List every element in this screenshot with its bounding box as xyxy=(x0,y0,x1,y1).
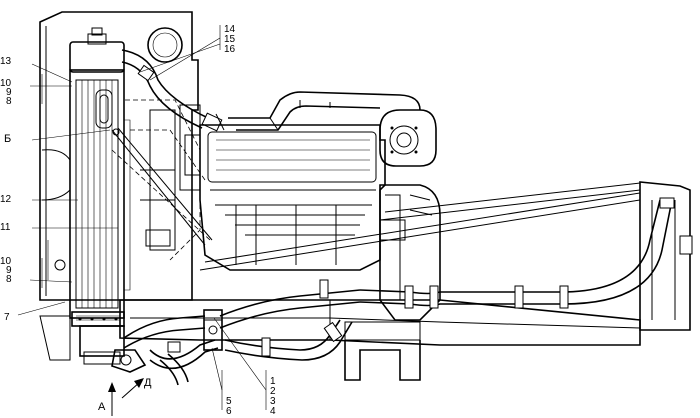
lower-coolant-hose xyxy=(123,197,693,349)
callout-B: Б xyxy=(4,133,11,145)
diagonal-strut xyxy=(111,127,213,246)
callout-A: А xyxy=(98,401,106,413)
drain-valve-assembly xyxy=(111,309,223,386)
callout-10-bottom: 10 xyxy=(0,256,12,267)
engine-mount xyxy=(344,321,421,381)
bypass-hose xyxy=(149,319,353,370)
callout-7: 7 xyxy=(4,312,10,323)
callout-11: 11 xyxy=(0,222,11,233)
turbocharger xyxy=(379,109,437,167)
callout-14: 14 xyxy=(224,24,236,35)
callout-5: 5 xyxy=(226,396,232,407)
callout-9-bottom: 9 xyxy=(6,265,12,276)
callout-15: 15 xyxy=(224,34,236,45)
callout-2: 2 xyxy=(270,386,276,397)
callout-10-top: 10 xyxy=(0,78,12,89)
callout-6: 6 xyxy=(226,406,232,417)
radiator-top-tank xyxy=(69,27,125,129)
radiator-core xyxy=(69,69,131,319)
callout-16: 16 xyxy=(224,44,236,55)
callout-13: 13 xyxy=(0,56,12,67)
view-arrows xyxy=(108,378,144,416)
frame-rail-tube xyxy=(199,181,691,331)
intake-duct xyxy=(228,91,421,131)
leader-lines xyxy=(17,25,267,410)
callout-9-top: 9 xyxy=(6,87,12,98)
radiator-bottom-tank xyxy=(39,311,125,365)
upper-radiator-hose xyxy=(121,49,225,132)
callout-1: 1 xyxy=(270,376,276,387)
callout-D: Д xyxy=(144,377,152,389)
callout-12: 12 xyxy=(0,194,12,205)
callout-8-bottom: 8 xyxy=(6,274,12,285)
callout-labels: 13 14 15 16 10 9 8 Б 12 11 10 9 8 7 Д А … xyxy=(0,24,276,417)
callout-4: 4 xyxy=(270,406,276,417)
callout-3: 3 xyxy=(270,396,276,407)
callout-8-top: 8 xyxy=(6,96,12,107)
